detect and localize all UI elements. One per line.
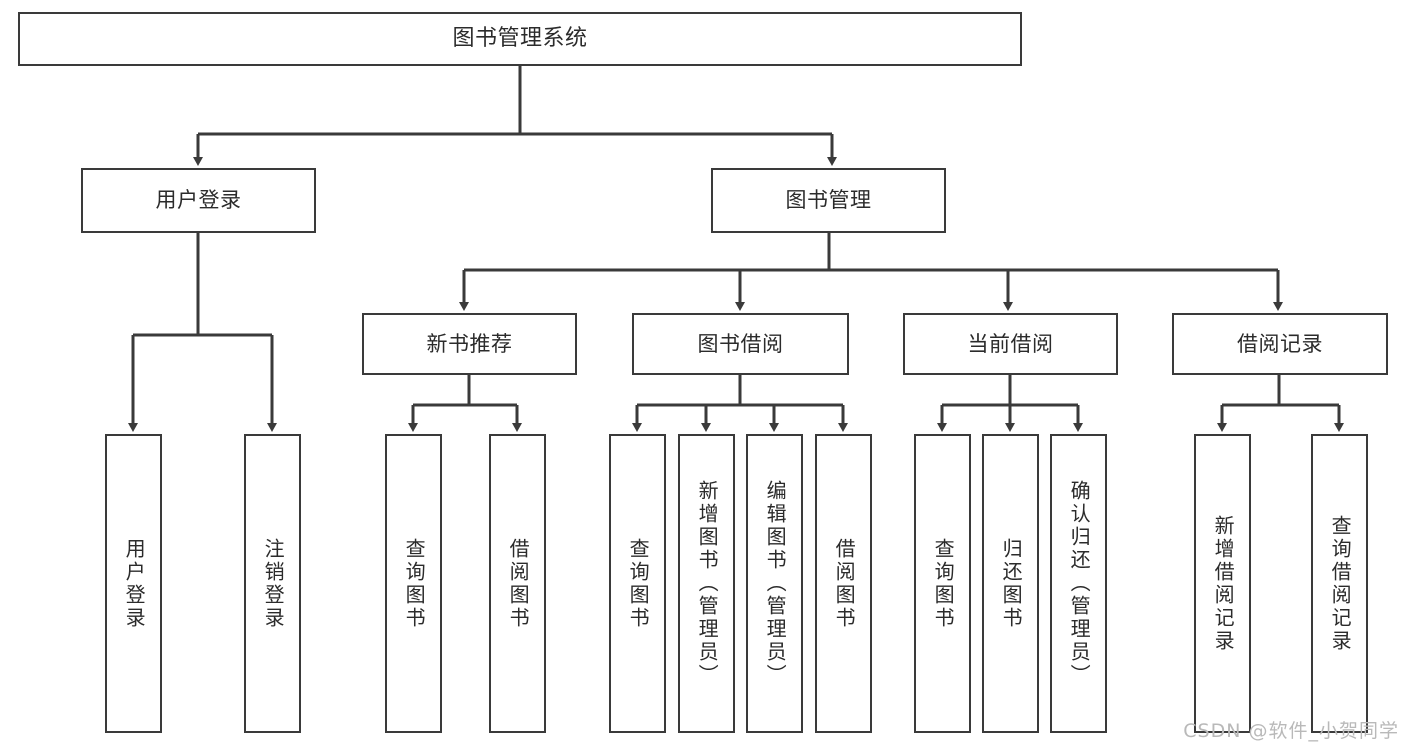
- node-current-borrow[interactable]: 当前借阅: [903, 313, 1118, 375]
- node-label: 新书推荐: [426, 331, 513, 356]
- leaf-book-borrow-query-book[interactable]: 查询图书: [609, 434, 666, 733]
- node-borrow-record[interactable]: 借阅记录: [1172, 313, 1388, 375]
- node-book-management[interactable]: 图书管理: [711, 168, 946, 233]
- node-label: 借阅图书: [832, 537, 857, 630]
- leaf-current-borrow-confirm-return-admin[interactable]: 确认归还（管理员）: [1050, 434, 1107, 733]
- leaf-book-borrow-borrow-book[interactable]: 借阅图书: [815, 434, 872, 733]
- node-label: 借阅记录: [1237, 331, 1323, 356]
- node-book-borrow[interactable]: 图书借阅: [632, 313, 849, 375]
- node-label: 用户登录: [155, 188, 242, 213]
- node-user-login[interactable]: 用户登录: [81, 168, 316, 233]
- node-label: 查询图书: [402, 537, 427, 630]
- node-label: 图书管理: [785, 188, 872, 213]
- node-new-book-recommend[interactable]: 新书推荐: [362, 313, 577, 375]
- node-label: 图书借阅: [697, 331, 784, 356]
- node-label: 新增图书（管理员）: [695, 480, 720, 687]
- leaf-user-login-login[interactable]: 用户登录: [105, 434, 162, 733]
- node-label: 查询借阅记录: [1328, 514, 1353, 653]
- node-label: 确认归还（管理员）: [1067, 480, 1092, 687]
- node-label: 注销登录: [261, 537, 286, 630]
- leaf-user-login-logout[interactable]: 注销登录: [244, 434, 301, 733]
- node-label: 编辑图书（管理员）: [763, 480, 788, 687]
- node-root-book-management-system[interactable]: 图书管理系统: [18, 12, 1022, 66]
- node-label: 新增借阅记录: [1211, 514, 1236, 653]
- leaf-new-book-borrow-book[interactable]: 借阅图书: [489, 434, 546, 733]
- node-label: 查询图书: [931, 537, 956, 630]
- csdn-watermark: CSDN @软件_小贺同学: [1183, 720, 1399, 742]
- node-label: 借阅图书: [506, 537, 531, 630]
- node-label: 图书管理系统: [452, 26, 588, 52]
- leaf-borrow-record-add-record[interactable]: 新增借阅记录: [1194, 434, 1251, 733]
- node-label: 当前借阅: [967, 331, 1054, 356]
- node-label: 用户登录: [122, 537, 147, 630]
- node-label: 查询图书: [626, 537, 651, 630]
- node-label: 归还图书: [999, 537, 1024, 630]
- leaf-book-borrow-edit-book-admin[interactable]: 编辑图书（管理员）: [746, 434, 803, 733]
- leaf-borrow-record-query-record[interactable]: 查询借阅记录: [1311, 434, 1368, 733]
- leaf-current-borrow-query-book[interactable]: 查询图书: [914, 434, 971, 733]
- leaf-book-borrow-add-book-admin[interactable]: 新增图书（管理员）: [678, 434, 735, 733]
- leaf-new-book-query-book[interactable]: 查询图书: [385, 434, 442, 733]
- leaf-current-borrow-return-book[interactable]: 归还图书: [982, 434, 1039, 733]
